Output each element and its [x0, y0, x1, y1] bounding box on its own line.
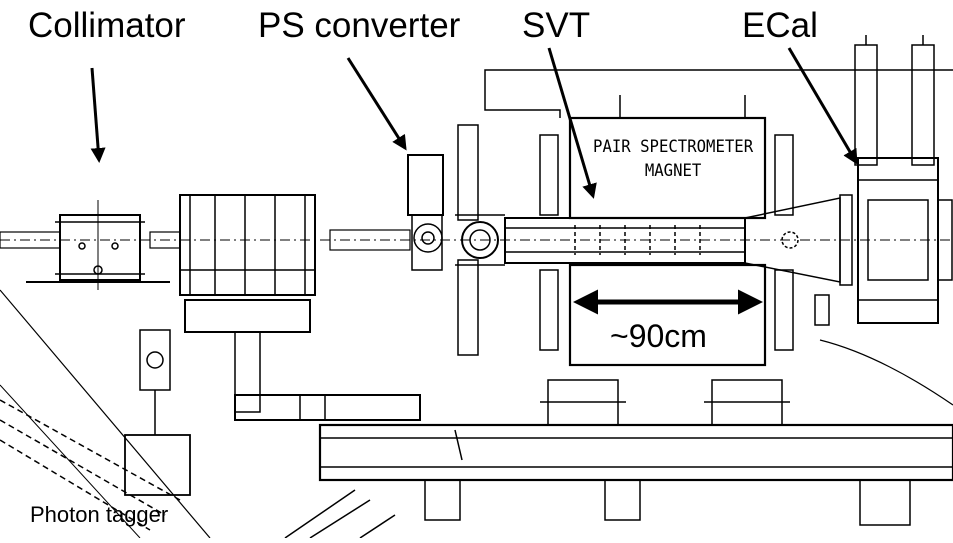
- photon-tagger-label: Photon tagger: [30, 502, 169, 527]
- photon-tagger-region: [0, 289, 396, 539]
- svt-label: SVT: [522, 6, 591, 45]
- collimator-label: Collimator: [28, 6, 186, 45]
- magnet-label-line1: PAIR SPECTROMETER: [593, 137, 754, 157]
- ecal-assembly: [814, 35, 953, 406]
- vacuum-box-assembly: [179, 194, 421, 421]
- ecal-arrow: [787, 47, 858, 165]
- collimator-arrow: [90, 67, 106, 163]
- ps-converter-arrow: [346, 57, 407, 151]
- ps-converter-assembly: [407, 124, 505, 356]
- beam-axis: [0, 229, 953, 251]
- svt-chamber: [504, 194, 853, 286]
- support-stand: [318, 379, 953, 526]
- ps-converter-label: PS converter: [258, 6, 461, 45]
- svt-arrow: [547, 47, 597, 199]
- collimator-assembly: [26, 200, 170, 290]
- magnet-label-line2: MAGNET: [644, 161, 702, 181]
- dimension-label: ~90cm: [610, 318, 707, 354]
- ecal-label: ECal: [742, 6, 818, 45]
